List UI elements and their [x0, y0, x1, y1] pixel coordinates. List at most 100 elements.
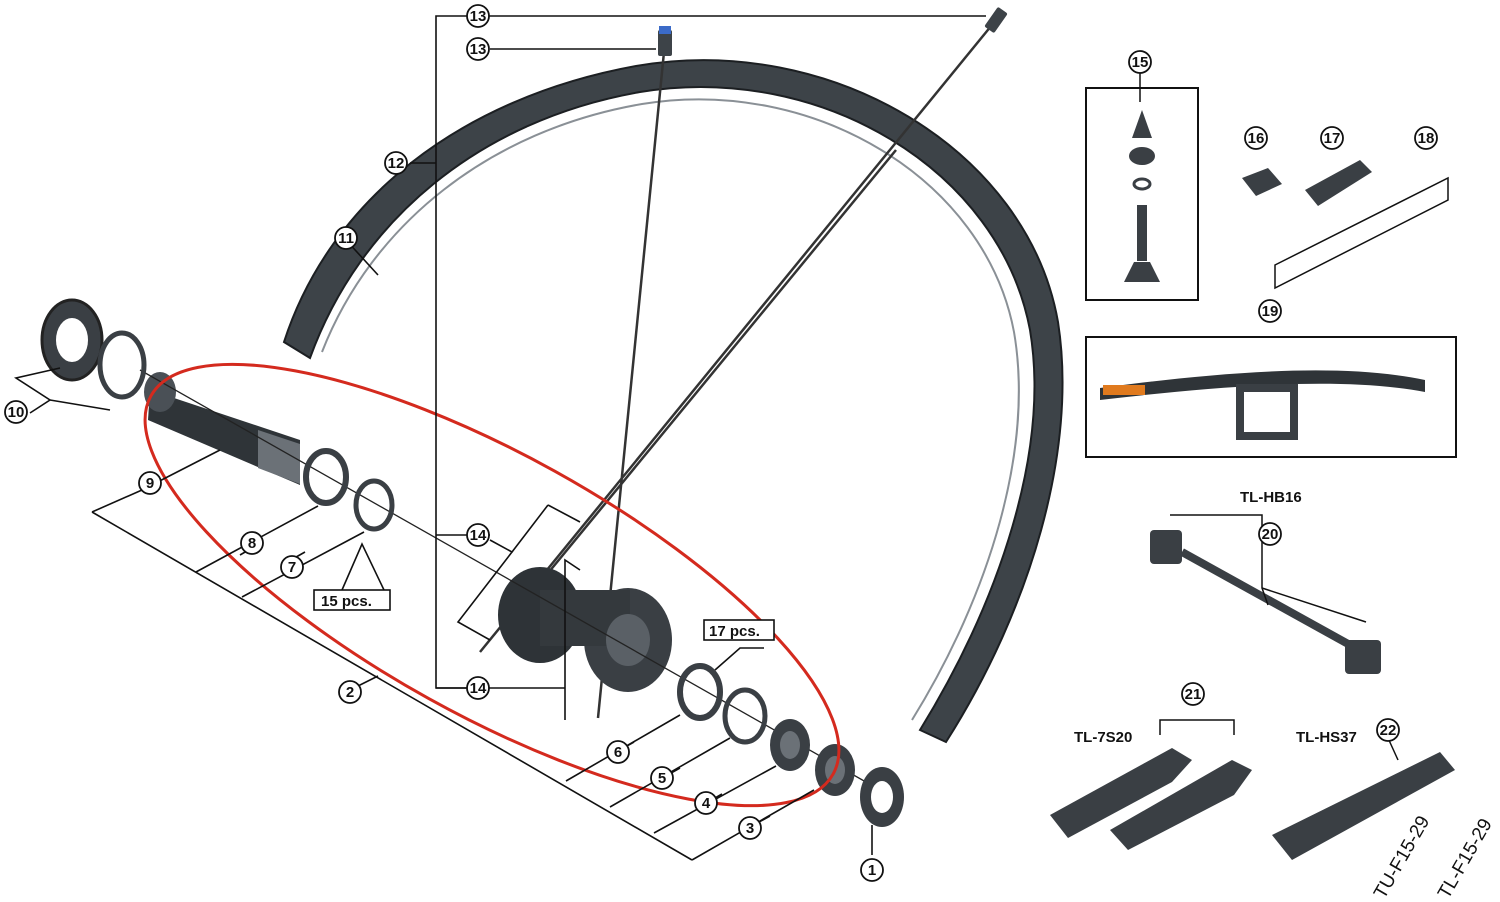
callout-circle [466, 4, 490, 28]
callout-circle [466, 523, 490, 547]
callout-15: 14 [466, 523, 490, 547]
callout-circle [1376, 718, 1400, 742]
callout-circle [334, 226, 358, 250]
callout-number: 15 [1132, 54, 1149, 71]
callout-circle [694, 791, 718, 815]
callout-13: 13 [466, 4, 490, 28]
callout-circle [1244, 126, 1268, 150]
callout-7: 7 [280, 555, 304, 579]
corner-codes: TU-F15-29 TL-F15-29 [1370, 812, 1497, 902]
lockring-10 [40, 298, 147, 400]
callout-circle [650, 766, 674, 790]
callout-number: 12 [388, 155, 405, 172]
callout-circle [138, 471, 162, 495]
callout-18: 16 [1244, 126, 1268, 150]
callout-number: 13 [470, 41, 487, 58]
callout-22: 20 [1258, 522, 1282, 546]
callout-10: 10 [4, 400, 28, 424]
callout-5: 5 [650, 766, 674, 790]
tl-hb16-tool [1150, 514, 1381, 674]
callout-circle [1414, 126, 1438, 150]
callout-circle [466, 37, 490, 61]
callout-6: 6 [606, 740, 630, 764]
leader-lines [13, 15, 986, 861]
spoke-wrench [1305, 160, 1372, 206]
callout-12: 12 [384, 151, 408, 175]
tl-7s20-wrenches [1050, 719, 1252, 850]
spoke-key [1242, 168, 1282, 196]
tape-box [1085, 336, 1457, 458]
callout-24: 22 [1376, 718, 1400, 742]
callout-circle [606, 740, 630, 764]
callout-number: 20 [1262, 526, 1279, 543]
callout-number: 1 [868, 862, 876, 879]
callout-2: 2 [338, 680, 362, 704]
callout-circle [1181, 682, 1205, 706]
rim-tape [1100, 370, 1425, 440]
callout-number: 13 [470, 8, 487, 25]
valve-box [1085, 87, 1199, 301]
callout-4: 4 [694, 791, 718, 815]
callout-number: 5 [658, 770, 666, 787]
callout-number: 9 [146, 475, 154, 492]
tool-labels: TL-HB16 TL-7S20 TL-HS37 [1074, 489, 1357, 746]
callout-17: 15 [1128, 50, 1152, 74]
callout-circle [338, 680, 362, 704]
tool-label-tl-hb16: TL-HB16 [1240, 489, 1302, 506]
callout-number: 3 [746, 820, 754, 837]
callout-1: 1 [860, 858, 884, 882]
callout-number: 21 [1185, 686, 1202, 703]
callout-circle [860, 858, 884, 882]
callout-8: 8 [240, 531, 264, 555]
callout-19: 17 [1320, 126, 1344, 150]
callout-23: 21 [1181, 682, 1205, 706]
callout-number: 4 [702, 795, 711, 812]
callout-21: 19 [1258, 299, 1282, 323]
callout-number: 14 [470, 680, 487, 697]
callout-20: 18 [1414, 126, 1438, 150]
callout-circle [1258, 299, 1282, 323]
callout-circle [4, 400, 28, 424]
callout-9: 9 [138, 471, 162, 495]
callout-circle [1258, 522, 1282, 546]
corner-code-tu: TU-F15-29 [1370, 812, 1434, 902]
callout-number: 22 [1380, 722, 1397, 739]
callout-circle [738, 816, 762, 840]
callout-number: 7 [288, 559, 296, 576]
callout-circle [280, 555, 304, 579]
corner-code-tl: TL-F15-29 [1434, 815, 1497, 902]
callout-16: 14 [466, 676, 490, 700]
callout-number: 11 [338, 230, 354, 247]
tool-label-tl-hs37: TL-HS37 [1296, 729, 1357, 746]
callout-number: 17 [1324, 130, 1341, 147]
qty-label-15: 15 pcs. [321, 593, 372, 610]
qty-label-17: 17 pcs. [709, 623, 760, 640]
callout-number: 8 [248, 535, 256, 552]
callout-3: 3 [738, 816, 762, 840]
callout-circle [466, 676, 490, 700]
callout-circle [1128, 50, 1152, 74]
rim [282, 59, 1064, 744]
callout-number: 19 [1262, 303, 1279, 320]
callout-number: 6 [614, 744, 622, 761]
qty-labels: 15 pcs. 17 pcs. [313, 589, 775, 641]
spoke-nipples [658, 7, 1008, 56]
callout-circle [1320, 126, 1344, 150]
rim-tape-strip [1274, 176, 1449, 290]
callout-circle [384, 151, 408, 175]
hub-body [498, 567, 672, 692]
callout-number: 2 [346, 684, 354, 701]
callout-number: 16 [1248, 130, 1265, 147]
callout-11: 11 [334, 226, 358, 250]
callout-number: 14 [470, 527, 487, 544]
axle [139, 369, 881, 791]
tl-hs37-tool [1272, 737, 1455, 860]
valve-parts [1124, 110, 1160, 282]
callout-number: 10 [8, 404, 25, 421]
callout-14: 13 [466, 37, 490, 61]
callout-circle [240, 531, 264, 555]
highlight-ellipse [143, 362, 841, 808]
callout-number: 18 [1418, 130, 1435, 147]
